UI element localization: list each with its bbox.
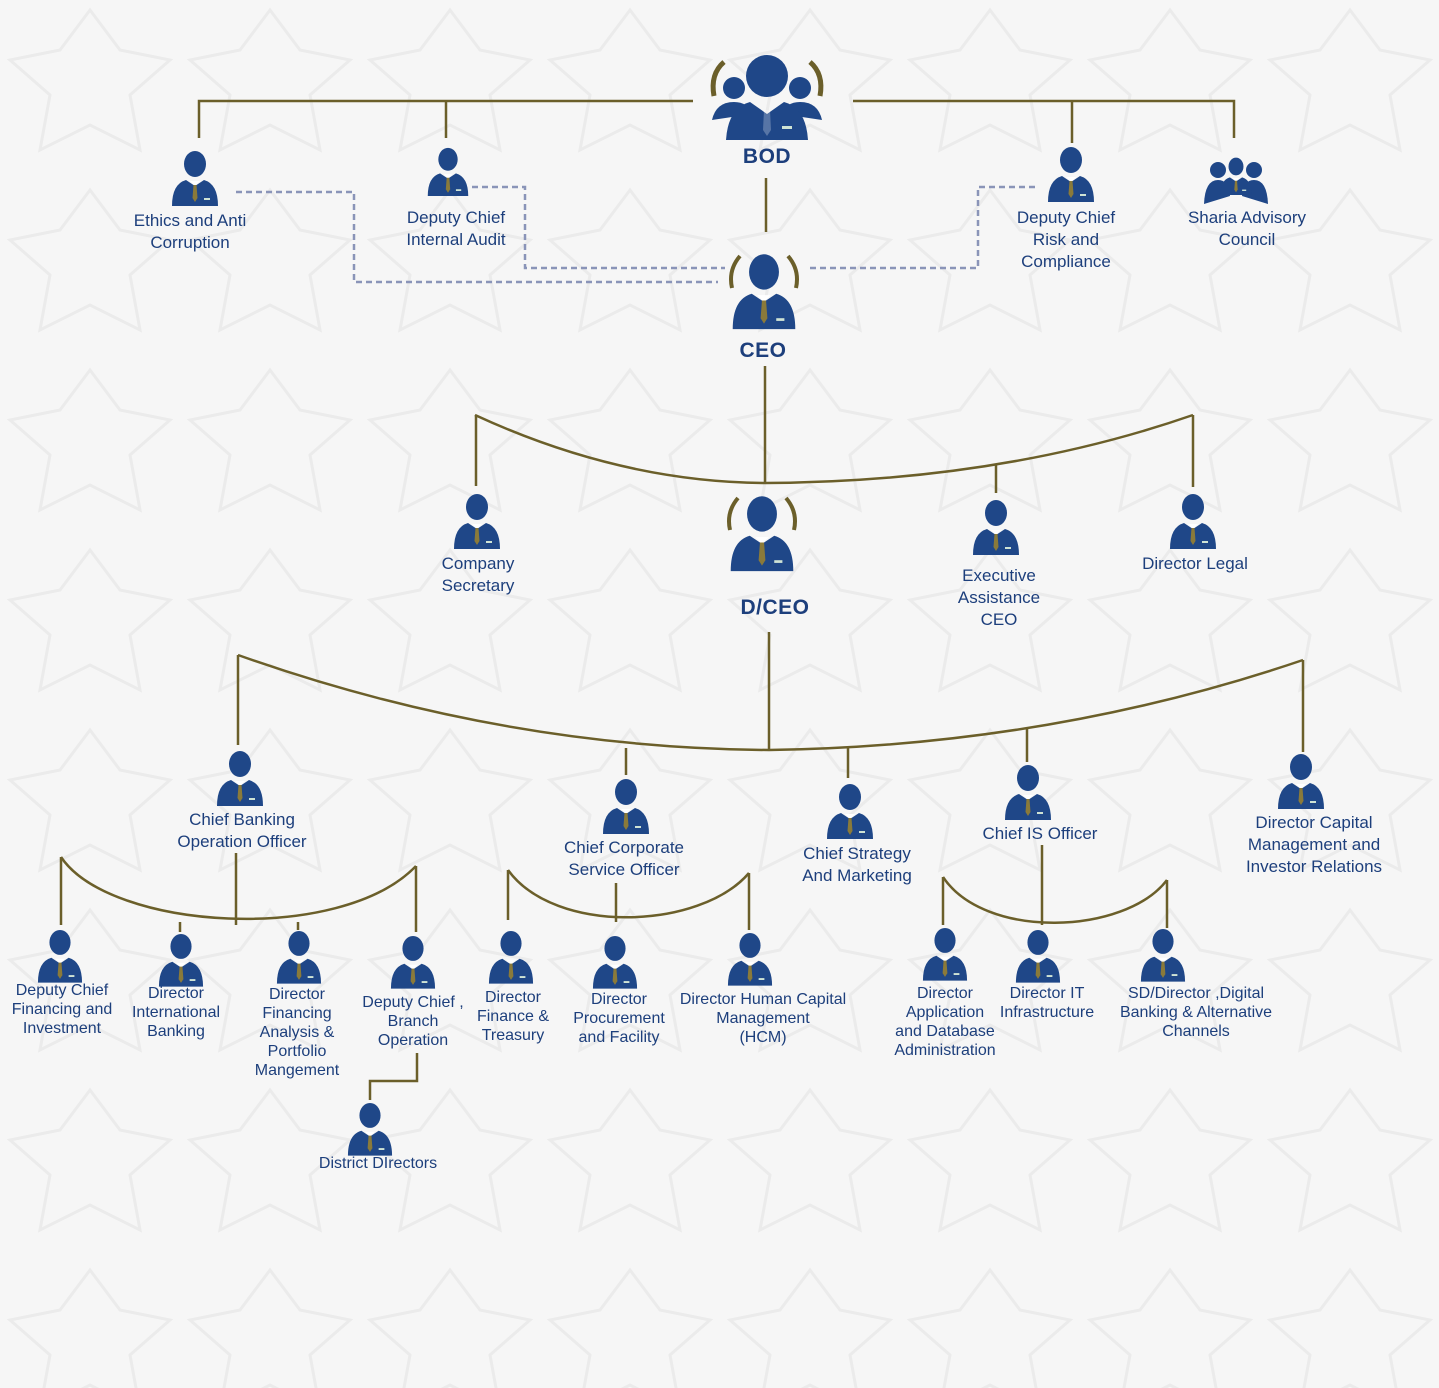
person-icon	[275, 930, 323, 989]
node-label-intl-banking: Director International Banking	[131, 985, 221, 1040]
person-icon	[591, 935, 639, 994]
node-label-dceo: D/CEO	[740, 596, 810, 619]
person-icon	[170, 150, 220, 211]
person-icon	[157, 933, 205, 992]
person-icon	[1014, 929, 1062, 988]
person-icon	[1139, 928, 1187, 987]
person-icon	[825, 783, 875, 844]
person-icon	[1003, 764, 1053, 825]
person-icon	[601, 778, 651, 839]
person-icon	[36, 929, 84, 988]
person-icon	[1168, 493, 1218, 554]
node-label-district: District DIrectors	[318, 1155, 438, 1172]
node-label-legal: Director Legal	[1142, 554, 1248, 573]
node-label-dc-financing: Deputy Chief Financing and Investment	[11, 982, 113, 1037]
node-label-risk: Deputy Chief Risk and Compliance	[1016, 208, 1116, 271]
node-label-ceo: CEO	[739, 339, 787, 362]
executive-icon	[726, 246, 802, 341]
node-label-internal-audit: Deputy Chief Internal Audit	[406, 208, 506, 249]
board-group-icon	[702, 52, 832, 145]
executive-icon	[724, 488, 800, 583]
node-label-chief-strategy: Chief Strategy And Marketing	[802, 844, 912, 885]
node-label-chief-is: Chief IS Officer	[982, 824, 1098, 843]
person-icon	[346, 1102, 394, 1161]
node-label-procurement: Director Procurement and Facility	[573, 991, 665, 1046]
person-icon	[726, 932, 774, 991]
person-icon	[452, 493, 502, 554]
node-label-app-db: Director Application and Database Admini…	[894, 985, 996, 1059]
person-icon	[921, 927, 969, 986]
node-label-bod: BOD	[742, 145, 792, 168]
node-label-exec-assist: Executive Assistance CEO	[957, 566, 1041, 629]
node-label-branch-op: Deputy Chief , Branch Operation	[362, 994, 464, 1049]
person-icon	[487, 930, 535, 989]
person-icon	[215, 750, 265, 811]
node-label-it-infra: Director IT Infrastructure	[999, 985, 1095, 1021]
person-icon	[389, 935, 437, 994]
node-label-hcm: Director Human Capital Management (HCM)	[679, 991, 847, 1046]
node-label-fin-analysis: Director Financing Analysis & Portfolio …	[254, 986, 340, 1079]
group-icon	[1203, 148, 1269, 209]
node-label-finance-treasury: Director Finance & Treasury	[476, 989, 550, 1044]
node-label-ethics: Ethics and Anti Corruption	[133, 211, 247, 252]
node-label-sharia: Sharia Advisory Council	[1187, 208, 1307, 249]
node-label-company-secretary: Company Secretary	[441, 554, 515, 595]
node-label-capital: Director Capital Management and Investor…	[1245, 813, 1383, 876]
person-icon	[1276, 753, 1326, 814]
person-icon	[971, 499, 1021, 560]
node-label-digital: SD/Director ,Digital Banking & Alternati…	[1119, 985, 1273, 1040]
person-icon	[426, 147, 470, 201]
node-label-chief-banking: Chief Banking Operation Officer	[177, 810, 307, 851]
person-icon	[1046, 146, 1096, 207]
node-label-chief-corporate: Chief Corporate Service Officer	[563, 838, 685, 879]
